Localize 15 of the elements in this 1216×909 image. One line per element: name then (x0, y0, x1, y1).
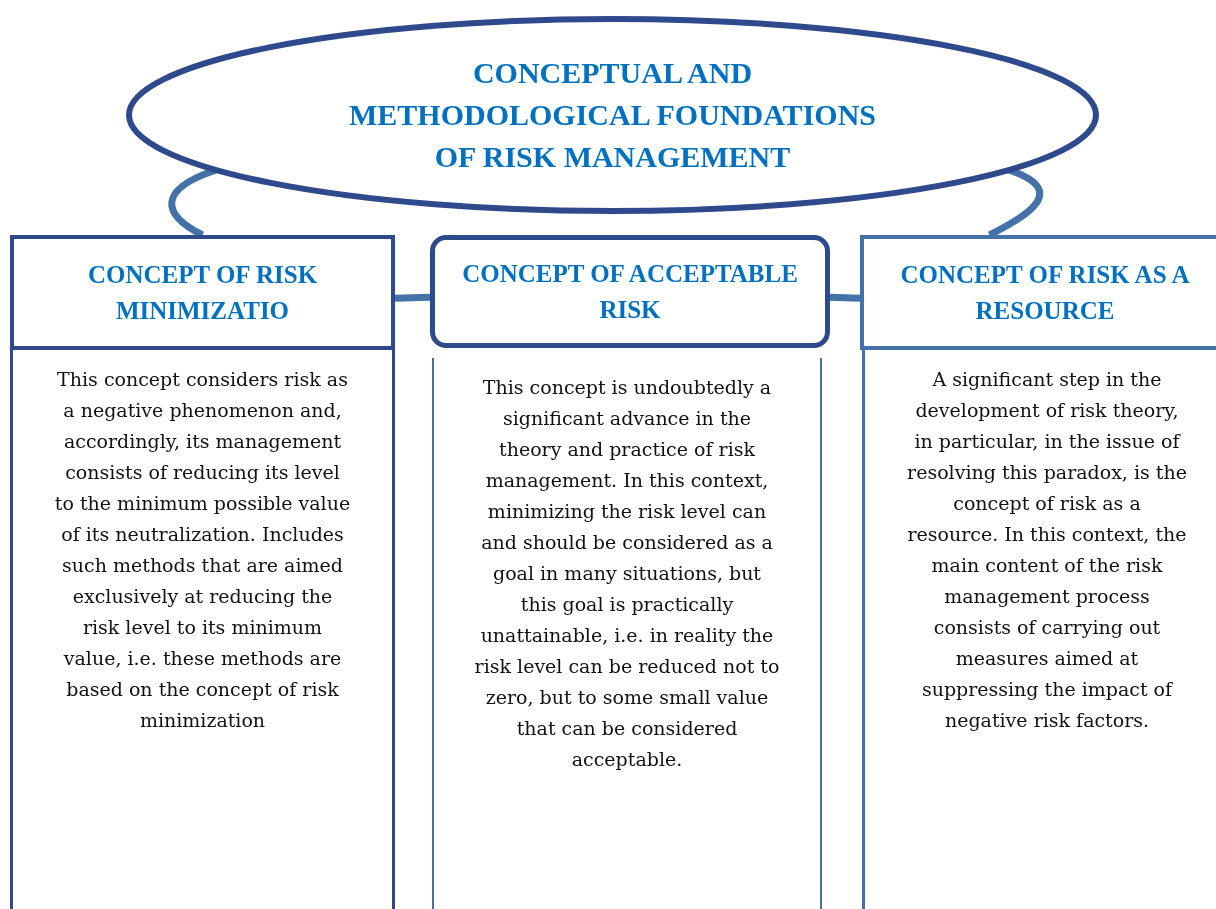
description-text: A significant step in the development of risk theory, in particular, in the issue of resolving this paradox, is the concept of risk as a resource. In this context, the main content of the risk management process consists of carrying out measures aimed at suppressing the impact of negative risk factors. (906, 367, 1188, 733)
description-box (10, 350, 395, 909)
concept-header-box (10, 235, 395, 350)
description-text: This concept considers risk as a negative phenomenon and, accordingly, its management consists of reducing its level to the minimum possible value of its neutralization. Includes such methods that are aimed exclusively at reducing the risk level to its minimum value, i.e. these methods are based on the concept of risk minimization (53, 367, 352, 733)
description-text: This concept is undoubtedly a significant advance in the theory and practice of risk management. In this context, minimizing the risk level can and should be considered as a goal in many situations, but this goal is practically unattainable, i.e. in reality the risk level can be reduced not to zero, but to some small value that can be considered acceptable. (474, 375, 780, 772)
connector-line (394, 293, 431, 302)
concept-heading: CONCEPT OF RISK MINIMIZATIO (86, 259, 319, 326)
concept-header-box (430, 235, 830, 348)
concept-header-box (860, 235, 1216, 350)
title-ellipse (125, 15, 1100, 215)
concept-heading: CONCEPT OF ACCEPTABLE RISK (461, 258, 799, 325)
concept-heading: CONCEPT OF RISK AS A RESOURCE (899, 259, 1191, 326)
title-text: CONCEPTUAL AND METHODOLOGICAL FOUNDATIONS OF RISK MANAGEMENT (348, 55, 877, 175)
description-box (432, 358, 822, 909)
connector-line (829, 293, 861, 302)
